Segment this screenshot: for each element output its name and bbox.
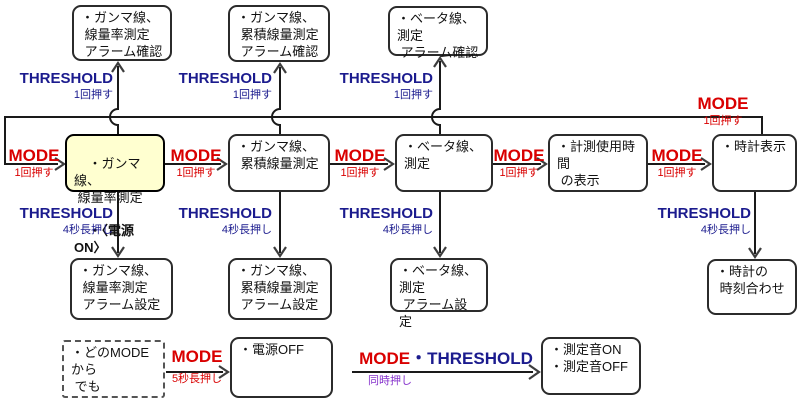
hold-5s-label: 5秒長押し <box>171 373 223 385</box>
label-threshold-down-4: THRESHOLD 4秒長押し <box>658 206 751 237</box>
hold-4s-label: 4秒長押し <box>700 224 751 236</box>
label-threshold-up-1: THRESHOLD 1回押す <box>20 71 113 102</box>
threshold-button-label: THRESHOLD <box>19 205 113 222</box>
threshold-up-line-2 <box>271 67 281 134</box>
box-gamma-doserate-power-on: ・ガンマ線、 線量率測定 ・〈電源ON〉 <box>65 134 165 255</box>
box-beta-alarm-confirm: ・ベータ線、測定 アラーム確認 <box>388 6 488 60</box>
label-mode-loop-left: MODE 1回押す <box>9 147 60 180</box>
press-once-label: 1回押す <box>499 167 539 179</box>
arrowhead-mode-3-4 <box>536 157 548 171</box>
hold-4s-label: 4秒長押し <box>382 224 433 236</box>
press-once-label: 1回押す <box>176 167 216 179</box>
box-power-off: ・電源OFF <box>230 337 333 398</box>
press-once-label: 1回押す <box>657 167 697 179</box>
arrowhead-down-1 <box>111 246 125 258</box>
press-once-label: 1回押す <box>73 89 113 101</box>
label-mode-loop-top: MODE 1回押す <box>698 95 749 128</box>
press-once-label: 1回押す <box>14 167 54 179</box>
label-simultaneous-press: 同時押し <box>368 375 412 387</box>
label-threshold-down-1: THRESHOLD 4秒長押し <box>20 206 113 237</box>
mode-button-label: MODE <box>8 146 60 165</box>
arrowhead-combo <box>528 364 541 380</box>
box-any-mode: ・どのMODEから でも <box>62 340 165 398</box>
arrowhead-up-2 <box>273 62 287 74</box>
arrowhead-mode-2-3 <box>383 157 395 171</box>
press-once-label: 1回押す <box>703 115 743 127</box>
box-gamma-doserate-alarm-set: ・ガンマ線、 線量率測定 アラーム設定 <box>70 258 173 320</box>
mode-button-label: MODE <box>359 349 411 368</box>
label-mode-3-4: MODE 1回押す <box>494 147 545 180</box>
mode-button-label: MODE <box>334 146 386 165</box>
box-beta-alarm-set: ・ベータ線、測定 アラーム設定 <box>390 258 488 329</box>
label-mode-threshold-combo: MODE・THRESHOLD <box>350 350 542 368</box>
press-once-label: 1回押す <box>232 89 272 101</box>
threshold-button-label: THRESHOLD <box>178 70 272 87</box>
threshold-button-label: THRESHOLD <box>339 70 433 87</box>
box-gamma-cumulative-measure: ・ガンマ線、 累積線量測定 <box>228 134 330 192</box>
arrowhead-down-3 <box>433 246 447 258</box>
box-gamma-cumulative-alarm-set: ・ガンマ線、 累積線量測定 アラーム設定 <box>228 258 332 320</box>
press-once-label: 1回押す <box>340 167 380 179</box>
mode-button-label: MODE <box>171 347 223 366</box>
threshold-up-line-3 <box>431 61 441 134</box>
label-threshold-up-3: THRESHOLD 1回押す <box>340 71 433 102</box>
label-mode-4-5: MODE 1回押す <box>652 147 703 180</box>
arrowhead-loop <box>54 157 66 171</box>
box-gamma-doserate-alarm-confirm: ・ガンマ線、 線量率測定 アラーム確認 <box>72 5 172 61</box>
box-gamma-doserate-text: ・ガンマ線、 線量率測定 <box>74 155 143 205</box>
box-sound-toggle: ・測定音ON ・測定音OFF <box>541 337 641 395</box>
power-on-text: ・〈電源ON〉 <box>74 223 134 256</box>
box-usage-time-display: ・計測使用時間 の表示 <box>548 134 648 192</box>
box-clock-set: ・時計の 時刻合わせ <box>707 259 797 315</box>
combo-separator: ・ <box>410 349 428 368</box>
box-clock-display: ・時計表示 <box>712 134 797 192</box>
arrowhead-power-off <box>218 365 230 379</box>
label-threshold-down-3: THRESHOLD 4秒長押し <box>340 206 433 237</box>
mode-button-label: MODE <box>651 146 703 165</box>
label-threshold-down-2: THRESHOLD 4秒長押し <box>179 206 272 237</box>
box-gamma-cumulative-alarm-confirm: ・ガンマ線、 累積線量測定 アラーム確認 <box>228 5 330 62</box>
arrowhead-mode-1-2 <box>216 157 228 171</box>
arrowhead-mode-4-5 <box>700 157 712 171</box>
threshold-button-label: THRESHOLD <box>657 205 751 222</box>
wire-paths <box>4 61 763 373</box>
label-threshold-up-2: THRESHOLD 1回押す <box>179 71 272 102</box>
hold-4s-label: 4秒長押し <box>62 224 113 236</box>
label-mode-2-3: MODE 1回押す <box>335 147 386 180</box>
label-mode-power-off: MODE 5秒長押し <box>172 348 223 386</box>
threshold-button-label: THRESHOLD <box>178 205 272 222</box>
box-beta-measure: ・ベータ線、測定 <box>395 134 493 192</box>
arrowhead-down-2 <box>273 246 287 258</box>
mode-button-label: MODE <box>170 146 222 165</box>
threshold-up-line-1 <box>109 66 119 134</box>
arrowhead-down-4 <box>748 247 762 259</box>
hold-4s-label: 4秒長押し <box>221 224 272 236</box>
label-mode-1-2: MODE 1回押す <box>171 147 222 180</box>
threshold-button-label: THRESHOLD <box>427 349 533 368</box>
loop-arrow-line <box>4 116 763 165</box>
press-once-label: 1回押す <box>393 89 433 101</box>
arrowhead-up-1 <box>111 61 125 73</box>
arrowheads <box>54 56 762 380</box>
threshold-button-label: THRESHOLD <box>339 205 433 222</box>
threshold-button-label: THRESHOLD <box>19 70 113 87</box>
arrowhead-up-3 <box>433 56 447 68</box>
mode-button-label: MODE <box>697 94 749 113</box>
mode-button-label: MODE <box>493 146 545 165</box>
